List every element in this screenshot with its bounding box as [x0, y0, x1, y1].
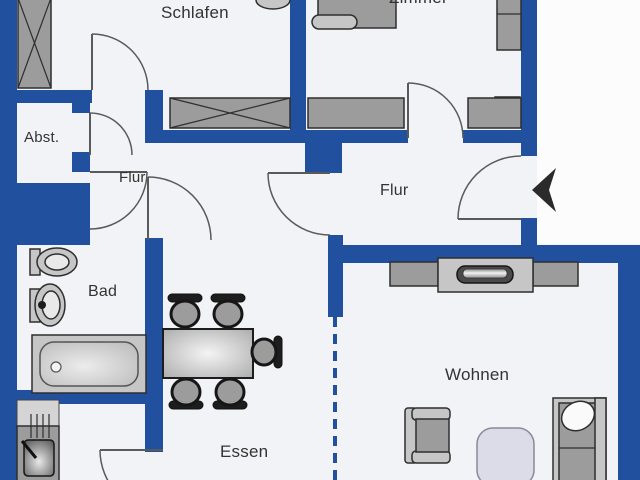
- wall-block-below-abst: [14, 183, 90, 245]
- wall-abst-right-mid: [72, 152, 90, 172]
- wall-essen-wohnen-divider: [328, 235, 343, 317]
- room-label-schlafen: Schlafen: [161, 3, 229, 22]
- wall-wohnen-top: [343, 245, 640, 263]
- room-label-flur-west: Flur: [119, 169, 146, 186]
- bathtub-basin-icon: [39, 341, 139, 387]
- wall-schlafen-bottom: [145, 130, 408, 143]
- tv-screen-icon: [462, 268, 508, 279]
- room-label-abst: Abst.: [24, 129, 60, 146]
- bad-furniture: [29, 247, 147, 394]
- bathtub-drain-icon: [50, 361, 62, 373]
- wall-zimmer-bottom-right: [463, 130, 521, 143]
- wall-connector-schlafen-door: [145, 90, 163, 143]
- cabinet-icon: [496, 0, 522, 51]
- sideboard-icon: [307, 97, 405, 129]
- wall-flur-corner-block: [305, 143, 342, 173]
- sideboard-icon: [532, 261, 579, 287]
- lamp-icon: [255, 0, 291, 10]
- door-schlafen: [91, 33, 149, 91]
- door-zimmer: [407, 82, 464, 139]
- essen-furniture: [162, 293, 283, 410]
- sideboard-icon: [389, 261, 439, 287]
- dining-chair-icon: [168, 377, 204, 410]
- schlafen-furniture: [17, 0, 291, 129]
- entrance-arrow-icon: [532, 168, 556, 212]
- wall-outer-left: [0, 0, 17, 480]
- door-flur-west: [89, 171, 148, 230]
- zimmer-furniture: [307, 0, 522, 129]
- wardrobe-cross-icon: [169, 97, 291, 129]
- dining-chair-icon: [250, 335, 283, 369]
- door-kitchen: [99, 449, 163, 480]
- kitchen-handle-icon: [20, 440, 38, 459]
- room-label-bad: Bad: [88, 283, 118, 300]
- kitchen-furniture: [16, 399, 60, 480]
- sideboard-icon: [467, 97, 522, 129]
- bed-pillow-icon: [311, 14, 358, 30]
- room-label-zimmer: Zimmer: [389, 0, 448, 8]
- room-label-flur-main: Flur: [380, 182, 409, 199]
- kitchen-faucet-icon: [30, 414, 50, 438]
- coffee-table-icon: [476, 427, 535, 480]
- wall-outer-right-upper: [521, 0, 537, 156]
- wohnen-furniture: [389, 257, 607, 480]
- toilet-bowl-icon: [44, 253, 70, 271]
- armchair-icon: [404, 407, 451, 464]
- room-label-wohnen: Wohnen: [445, 365, 510, 384]
- wall-divider-schlafen-zimmer: [290, 0, 306, 140]
- sofa-icon: [552, 397, 607, 480]
- dining-table-icon: [162, 328, 254, 379]
- room-label-essen: Essen: [220, 442, 269, 461]
- wall-abst-right-top: [72, 103, 90, 113]
- door-bad: [147, 176, 212, 241]
- sofa-pillow-icon: [560, 400, 596, 432]
- door-essen: [267, 172, 331, 236]
- sink-tap-icon: [38, 301, 46, 309]
- door-entrance: [457, 155, 522, 220]
- doors: [89, 33, 522, 480]
- wall-outer-right-lower: [618, 245, 640, 480]
- dining-chair-icon: [210, 293, 246, 329]
- wall-bad-right: [145, 238, 163, 452]
- dining-chair-icon: [212, 377, 248, 410]
- wardrobe-cross-icon: [17, 0, 52, 89]
- door-abst: [89, 112, 133, 156]
- wall-above-abst: [14, 90, 92, 103]
- kitchen-sink-bowl-icon: [23, 439, 55, 477]
- dining-chair-icon: [167, 293, 203, 329]
